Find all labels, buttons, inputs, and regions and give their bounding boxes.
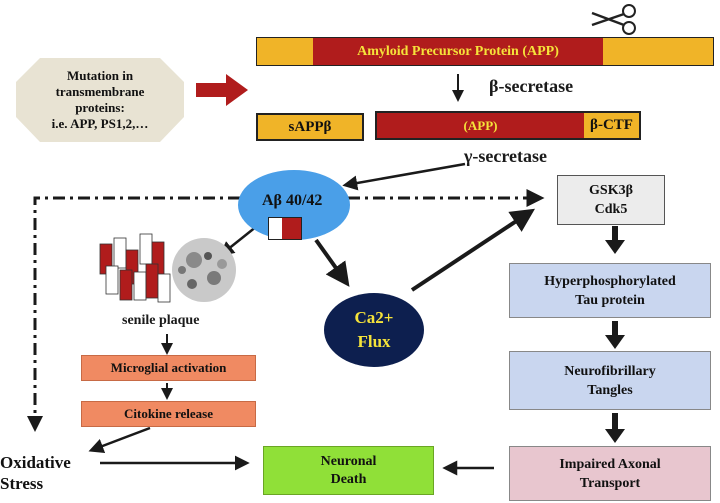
ctf-segment: β-CTF	[584, 113, 639, 138]
mutation-octagon	[16, 58, 184, 142]
calcium-label: Ca2+ Flux	[326, 300, 422, 360]
oxidative-label: Oxidative Stress	[0, 452, 71, 494]
tangles-line2: Tangles	[587, 382, 633, 398]
tangles-line1: Neurofibrillary	[564, 363, 656, 379]
microglial-box: Microglial activation	[81, 355, 256, 381]
beta-secretase-label: β-secretase	[489, 76, 574, 96]
arrow-tangles-to-axonal	[605, 413, 625, 443]
hyper-tau-line1: Hyperphosphorylated	[544, 273, 676, 289]
axonal-box: Impaired Axonal Transport	[509, 446, 711, 501]
app-fragment-label: (APP)	[463, 117, 498, 133]
oxidative-line2: Stress	[0, 474, 44, 493]
app-fragment-core: (APP)	[377, 113, 584, 138]
mutation-line4: i.e. APP, PS1,2,…	[51, 116, 149, 131]
arrow-gsk-to-tau	[605, 226, 625, 254]
mutation-box: Mutation in transmembrane proteins: i.e.…	[18, 60, 182, 140]
ctf-label: β-CTF	[590, 117, 633, 133]
neuronal-death-line2: Death	[330, 471, 367, 487]
microglial-label: Microglial activation	[110, 360, 227, 375]
arrow-calcium-to-gsk	[410, 208, 536, 292]
scissors-icon	[591, 4, 636, 35]
cytokine-label: Citokine release	[124, 406, 213, 421]
red-arrow-icon	[196, 74, 248, 106]
senile-plaque-label: senile plaque	[122, 313, 200, 328]
cytokine-box: Citokine release	[81, 401, 256, 427]
abeta-ellipse	[238, 170, 350, 240]
calcium-line1: Ca2+	[354, 308, 394, 327]
app-bar-label: Amyloid Precursor Protein (APP)	[357, 43, 559, 59]
abeta-label: Aβ 40/42	[262, 192, 323, 209]
app-bar-core: Amyloid Precursor Protein (APP)	[313, 38, 603, 65]
axonal-line2: Transport	[579, 475, 641, 491]
calcium-ellipse	[324, 293, 424, 367]
mutation-line1: Mutation in	[66, 68, 134, 83]
sappb-label: sAPPβ	[288, 118, 332, 135]
arrow-gamma-to-abeta	[342, 162, 466, 191]
oxidative-line1: Oxidative	[0, 453, 71, 472]
hyper-tau-box: Hyperphosphorylated Tau protein	[509, 263, 711, 318]
gamma-secretase-label: γ-secretase	[464, 146, 548, 166]
neuronal-death-box: Neuronal Death	[263, 446, 434, 495]
mutation-line2: transmembrane	[55, 84, 145, 99]
tangles-box: Neurofibrillary Tangles	[509, 351, 711, 410]
arrow-abeta-to-calcium	[314, 238, 350, 287]
arrow-tau-to-tangles	[605, 321, 625, 349]
calcium-line2: Flux	[357, 332, 391, 351]
hyper-tau-line2: Tau protein	[575, 292, 645, 308]
app-bar: Amyloid Precursor Protein (APP)	[256, 37, 714, 66]
gsk-line2: Cdk5	[594, 202, 628, 217]
sappb-box: sAPPβ	[256, 113, 364, 141]
app-fragment-bar: (APP) β-CTF	[375, 111, 641, 140]
mutation-line3: proteins:	[75, 100, 125, 115]
axonal-line1: Impaired Axonal	[559, 456, 661, 472]
neuronal-death-line1: Neuronal	[320, 453, 377, 469]
arrow-cytokine-to-oxidative	[88, 426, 151, 454]
gsk-box: GSK3β Cdk5	[557, 175, 665, 225]
abeta-peptide-icon	[268, 217, 302, 240]
dashdot-abeta-to-oxidative	[33, 196, 240, 420]
gsk-line1: GSK3β	[589, 183, 633, 198]
senile-plaque-illustration	[99, 233, 236, 303]
